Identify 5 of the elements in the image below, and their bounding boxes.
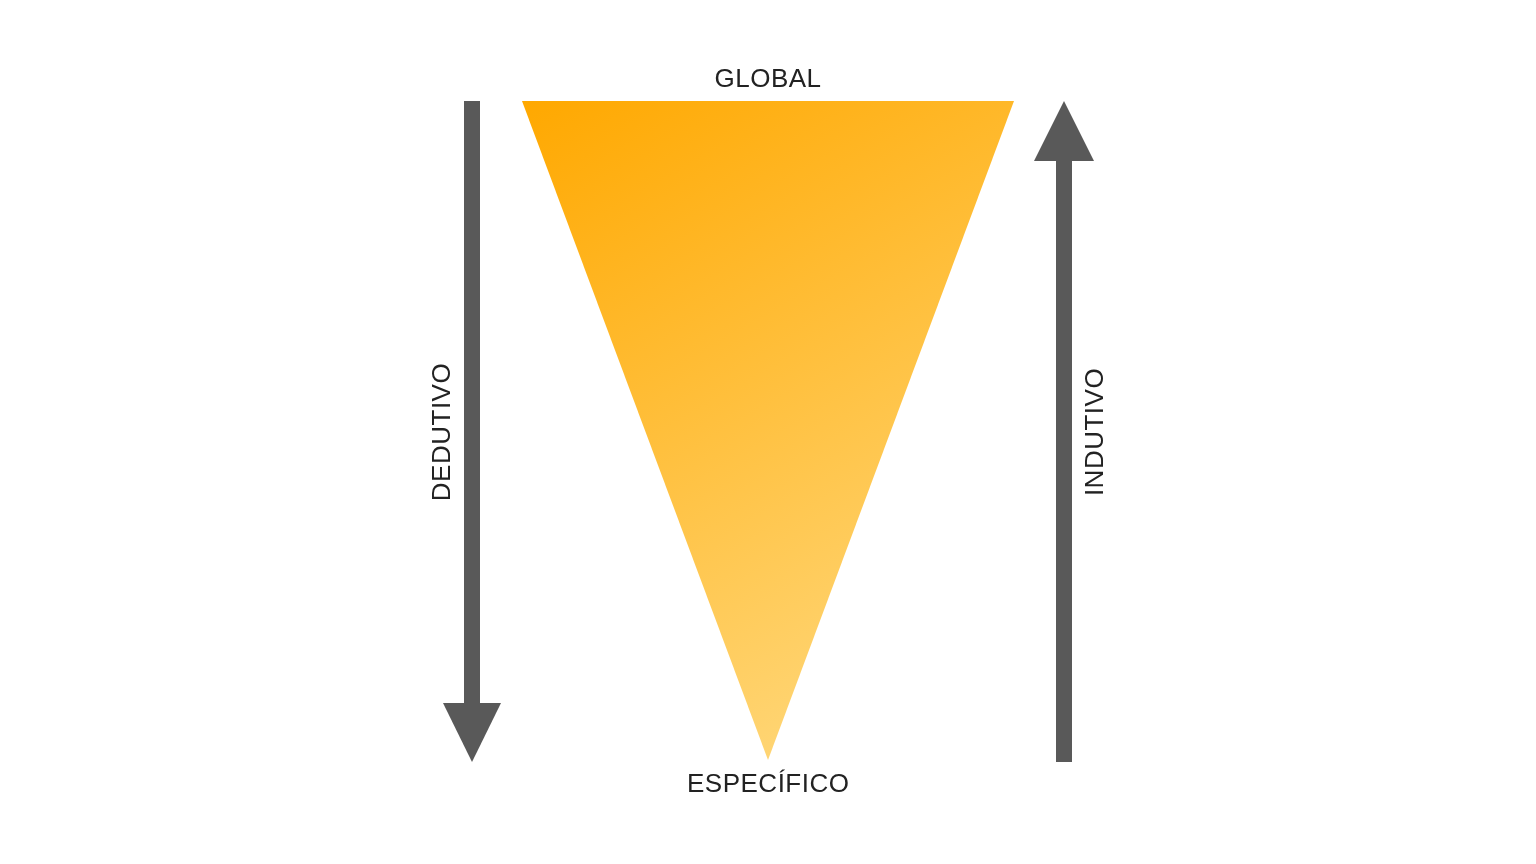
- axis-label: DEDUTIVO: [428, 362, 455, 502]
- axis-label: INDUTIVO: [1081, 367, 1108, 497]
- axis-label: GLOBAL: [714, 65, 822, 91]
- inverted-triangle: [522, 101, 1014, 760]
- axis-label: ESPECÍFICO: [687, 770, 850, 796]
